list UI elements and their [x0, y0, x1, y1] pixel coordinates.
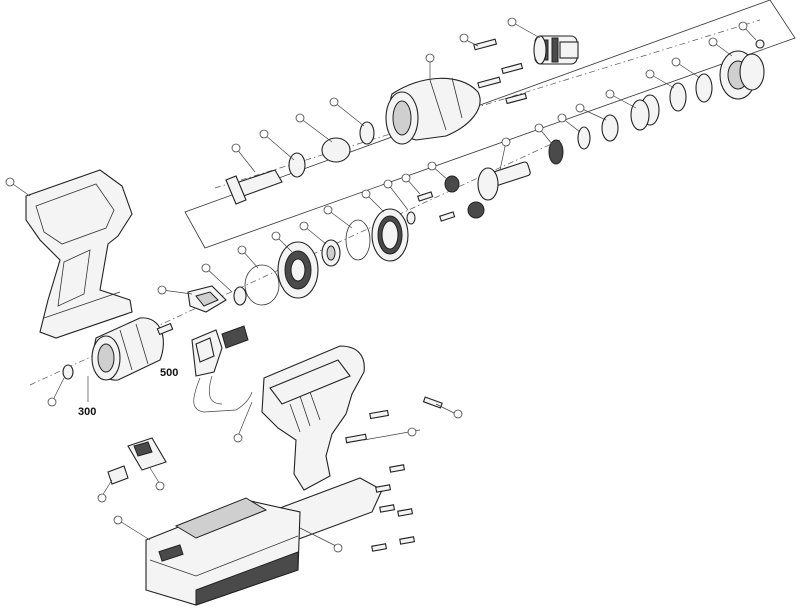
front-housing — [385, 77, 481, 145]
spindle — [439, 161, 531, 222]
upper-axis-line — [214, 19, 761, 189]
battery-pack — [145, 497, 301, 606]
screws — [345, 396, 443, 552]
chuck-anvil — [533, 35, 579, 65]
upper-right-rings — [548, 39, 765, 165]
battery-latch — [127, 437, 167, 471]
pins-top — [473, 38, 528, 105]
switch-ref-label: 500 — [160, 367, 178, 379]
leader-lines — [9, 21, 757, 547]
o-ring — [345, 219, 371, 261]
washer-left — [233, 286, 247, 306]
brush-plate — [187, 285, 227, 313]
washer-small — [406, 211, 416, 225]
o-ring-large — [244, 264, 280, 306]
reference-balloons — [5, 17, 748, 553]
shaft-assembly — [225, 121, 375, 205]
trigger-switch — [191, 325, 253, 413]
latch-button — [107, 465, 129, 485]
left-housing-half — [25, 169, 133, 339]
motor-ref-label: 300 — [78, 406, 96, 418]
gear-case — [277, 241, 319, 299]
motor — [91, 317, 174, 381]
motor-washer — [62, 364, 74, 380]
ring-gear — [371, 208, 409, 262]
assembly-outline — [184, 0, 796, 249]
